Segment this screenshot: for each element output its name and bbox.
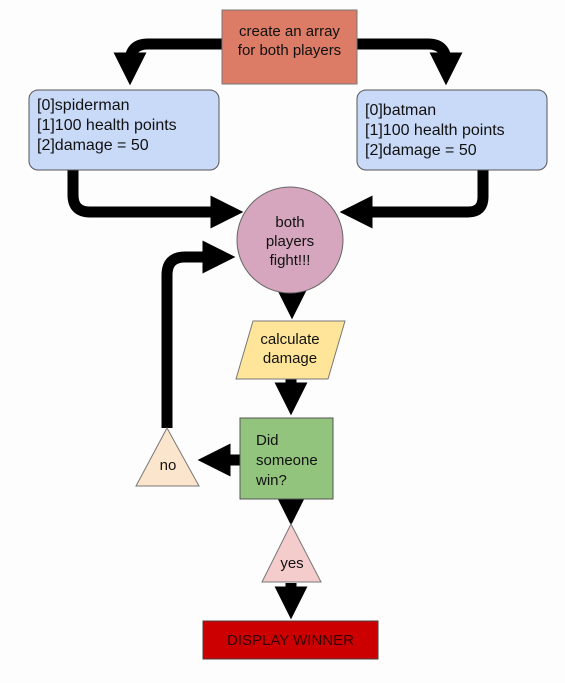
connector-spiderman-to-fight (67, 170, 244, 229)
calculate-damage-parallelogram (235, 320, 346, 380)
yes-triangle (261, 522, 322, 583)
connector-batman-to-fight (339, 170, 489, 229)
spiderman-array-box (28, 89, 220, 171)
display-winner-box (202, 620, 379, 660)
decision-box (239, 417, 334, 500)
fight-circle (236, 186, 344, 294)
connector-no-loop-to-fight (161, 240, 236, 428)
connector-array-to-batman (357, 38, 463, 86)
batman-array-box (356, 89, 548, 171)
connector-array-to-spiderman (113, 38, 222, 86)
create-array-box (221, 9, 358, 85)
no-triangle (135, 426, 200, 487)
